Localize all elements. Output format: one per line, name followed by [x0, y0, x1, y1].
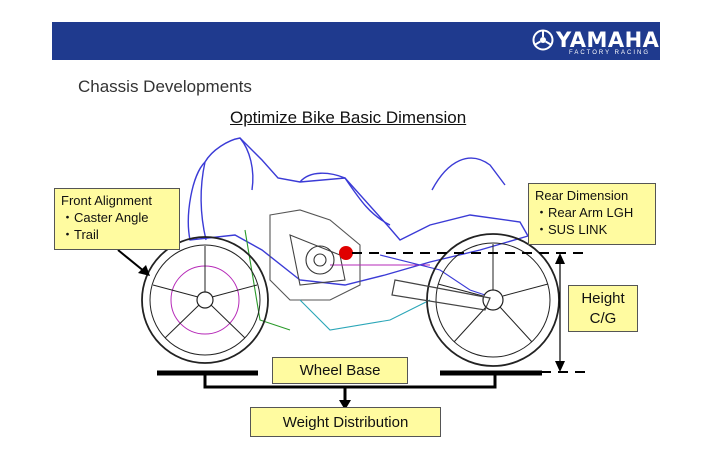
tuning-fork-emblem-icon	[532, 29, 554, 51]
weight-distribution-label: Weight Distribution	[250, 407, 441, 437]
brand-name: YAMAHA	[556, 28, 660, 52]
cg-label: C/G	[589, 310, 617, 327]
trail-item: ・Trail	[61, 227, 99, 242]
cg-marker	[339, 246, 353, 260]
rear-dimension-callout: Rear Dimension ・Rear Arm LGH ・SUS LINK	[528, 183, 656, 245]
front-alignment-callout: Front Alignment ・Caster Angle ・Trail	[54, 188, 180, 250]
caster-angle-item: ・Caster Angle	[61, 210, 149, 225]
front-wheel	[141, 236, 269, 364]
section-heading: Chassis Developments	[78, 77, 252, 96]
wheel-base-label: Wheel Base	[272, 357, 408, 384]
header-bar: YAMAHA FACTORY RACING	[52, 22, 660, 60]
yamaha-brand-logo: YAMAHA FACTORY RACING	[532, 26, 659, 58]
rear-wheel	[426, 233, 560, 367]
sus-link-item: ・SUS LINK	[535, 222, 608, 237]
front-alignment-arrow	[117, 249, 146, 273]
engine-detail	[244, 209, 486, 331]
diagram-title: Optimize Bike Basic Dimension	[230, 108, 467, 127]
wheel-base-bracket	[203, 373, 497, 389]
height-callout: Height C/G	[568, 285, 638, 332]
rear-dimension-title: Rear Dimension	[535, 188, 629, 203]
front-alignment-title: Front Alignment	[61, 193, 153, 208]
height-label: Height	[581, 290, 625, 307]
motorcycle-illustration	[187, 137, 530, 286]
swing-arm	[391, 279, 491, 311]
rear-arm-item: ・Rear Arm LGH	[535, 205, 634, 220]
brand-subtitle: FACTORY RACING	[568, 50, 650, 56]
